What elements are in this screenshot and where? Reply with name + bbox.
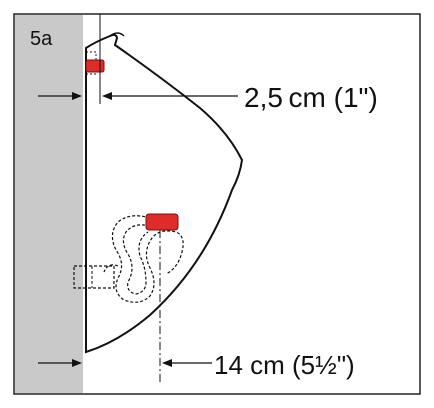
dim-bottom-arrow-left-head	[72, 359, 82, 367]
dim-top-arrow-right-head	[102, 92, 112, 100]
dim-bottom-arrow-right-head	[162, 359, 172, 367]
dimension-top-label: 2,5 cm (1")	[244, 82, 378, 113]
dim-top-arrow-left-head	[72, 92, 82, 100]
drain-fixing-red	[145, 213, 179, 231]
basin-rim	[109, 32, 125, 37]
siphon-trap-outer	[111, 215, 184, 303]
basin-outline	[85, 33, 244, 354]
waste-pipe	[73, 265, 115, 289]
top-fixing-red	[85, 59, 105, 73]
wall	[15, 15, 83, 393]
figure-label: 5a	[30, 28, 53, 50]
siphon-trap-bend	[103, 264, 119, 273]
figure-frame	[13, 13, 421, 395]
dimension-bottom-label: 14 cm (5½")	[214, 350, 355, 380]
siphon-trap-inner	[122, 224, 151, 295]
